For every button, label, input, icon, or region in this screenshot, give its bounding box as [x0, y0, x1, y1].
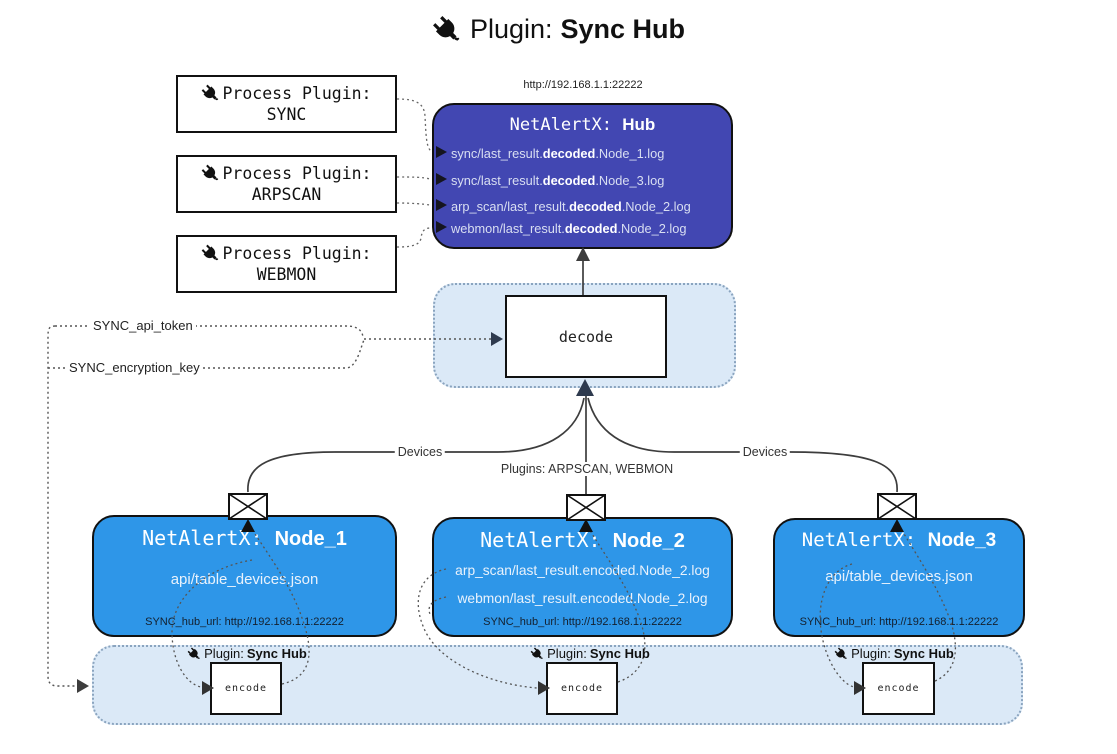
- process-plugin-arpscan: Process Plugin: ARPSCAN: [176, 155, 397, 213]
- node-title: NetAlertX: Node_1: [142, 526, 347, 550]
- process-plugin-name: WEBMON: [256, 265, 317, 284]
- process-plugin-label: Process Plugin:: [222, 244, 372, 263]
- encode-box-3: encode: [862, 662, 935, 715]
- hub-log-line: arp_scan/last_result.decoded.Node_2.log: [451, 199, 691, 214]
- sync-api-token-label: SYNC_api_token: [90, 318, 196, 333]
- plug-icon: [198, 80, 225, 107]
- hub-url: http://192.168.1.1:22222: [523, 79, 643, 91]
- hub-log-line: webmon/last_result.decoded.Node_2.log: [451, 221, 687, 236]
- envelope-icon: [566, 494, 606, 521]
- node-3-box: NetAlertX: Node_3 api/table_devices.json…: [773, 518, 1025, 637]
- node-hub-url: SYNC_hub_url: http://192.168.1.1:22222: [483, 616, 682, 628]
- devices-label-left: Devices: [394, 445, 446, 459]
- plugins-label-center: Plugins: ARPSCAN, WEBMON: [497, 462, 677, 476]
- hub-title: NetAlertX: Hub: [509, 115, 656, 135]
- edge-plugins-to-hub: [396, 98, 432, 248]
- title-name: Sync Hub: [560, 14, 686, 44]
- encoder-plugin-label: Plugin:Sync Hub: [834, 646, 954, 661]
- encoder-plugin-label: Plugin:Sync Hub: [530, 646, 650, 661]
- arrow-into-encode-panel: [77, 679, 89, 693]
- process-plugin-sync: Process Plugin: SYNC: [176, 75, 397, 133]
- plug-icon: [184, 644, 204, 664]
- node-title: NetAlertX: Node_3: [801, 529, 997, 551]
- encode-box-2: encode: [546, 662, 618, 715]
- node-file-line: arp_scan/last_result.encoded.Node_2.log: [455, 563, 710, 578]
- encode-box-1: encode: [210, 662, 282, 715]
- node-hub-url: SYNC_hub_url: http://192.168.1.1:22222: [799, 616, 999, 628]
- title-prefix: Plugin:: [469, 14, 553, 44]
- node-file-line: api/table_devices.json: [825, 568, 973, 585]
- plug-icon: [198, 240, 225, 267]
- node-file-line: api/table_devices.json: [170, 571, 319, 588]
- plug-icon: [527, 644, 547, 664]
- node-2-box: NetAlertX: Node_2 arp_scan/last_result.e…: [432, 517, 733, 637]
- hub-log-line: sync/last_result.decoded.Node_3.log: [451, 173, 665, 188]
- process-plugin-label: Process Plugin:: [222, 84, 372, 103]
- sync-encryption-key-label: SYNC_encryption_key: [66, 360, 203, 375]
- plug-icon: [198, 160, 225, 187]
- encoder-plugin-label: Plugin:Sync Hub: [187, 646, 307, 661]
- envelope-icon: [228, 493, 268, 520]
- process-plugin-label: Process Plugin:: [222, 164, 372, 183]
- process-plugin-name: SYNC: [266, 105, 307, 124]
- node-file-line: webmon/last_result.encoded.Node_2.log: [457, 591, 708, 606]
- node-title: NetAlertX: Node_2: [480, 528, 685, 552]
- hub-box: NetAlertX: Hub sync/last_result.decoded.…: [432, 103, 733, 249]
- devices-label-right: Devices: [739, 445, 791, 459]
- edge-nodes-to-decode: [247, 379, 898, 494]
- envelope-icon: [877, 493, 917, 520]
- node-hub-url: SYNC_hub_url: http://192.168.1.1:22222: [145, 616, 344, 628]
- process-plugin-webmon: Process Plugin: WEBMON: [176, 235, 397, 293]
- decode-box: decode: [505, 295, 667, 378]
- plug-icon: [426, 8, 468, 50]
- hub-log-line: sync/last_result.decoded.Node_1.log: [451, 146, 665, 161]
- node-1-box: NetAlertX: Node_1 api/table_devices.json…: [92, 515, 397, 637]
- process-plugin-name: ARPSCAN: [251, 185, 322, 204]
- plug-icon: [831, 644, 851, 664]
- page-title: Plugin: Sync Hub: [0, 14, 1117, 45]
